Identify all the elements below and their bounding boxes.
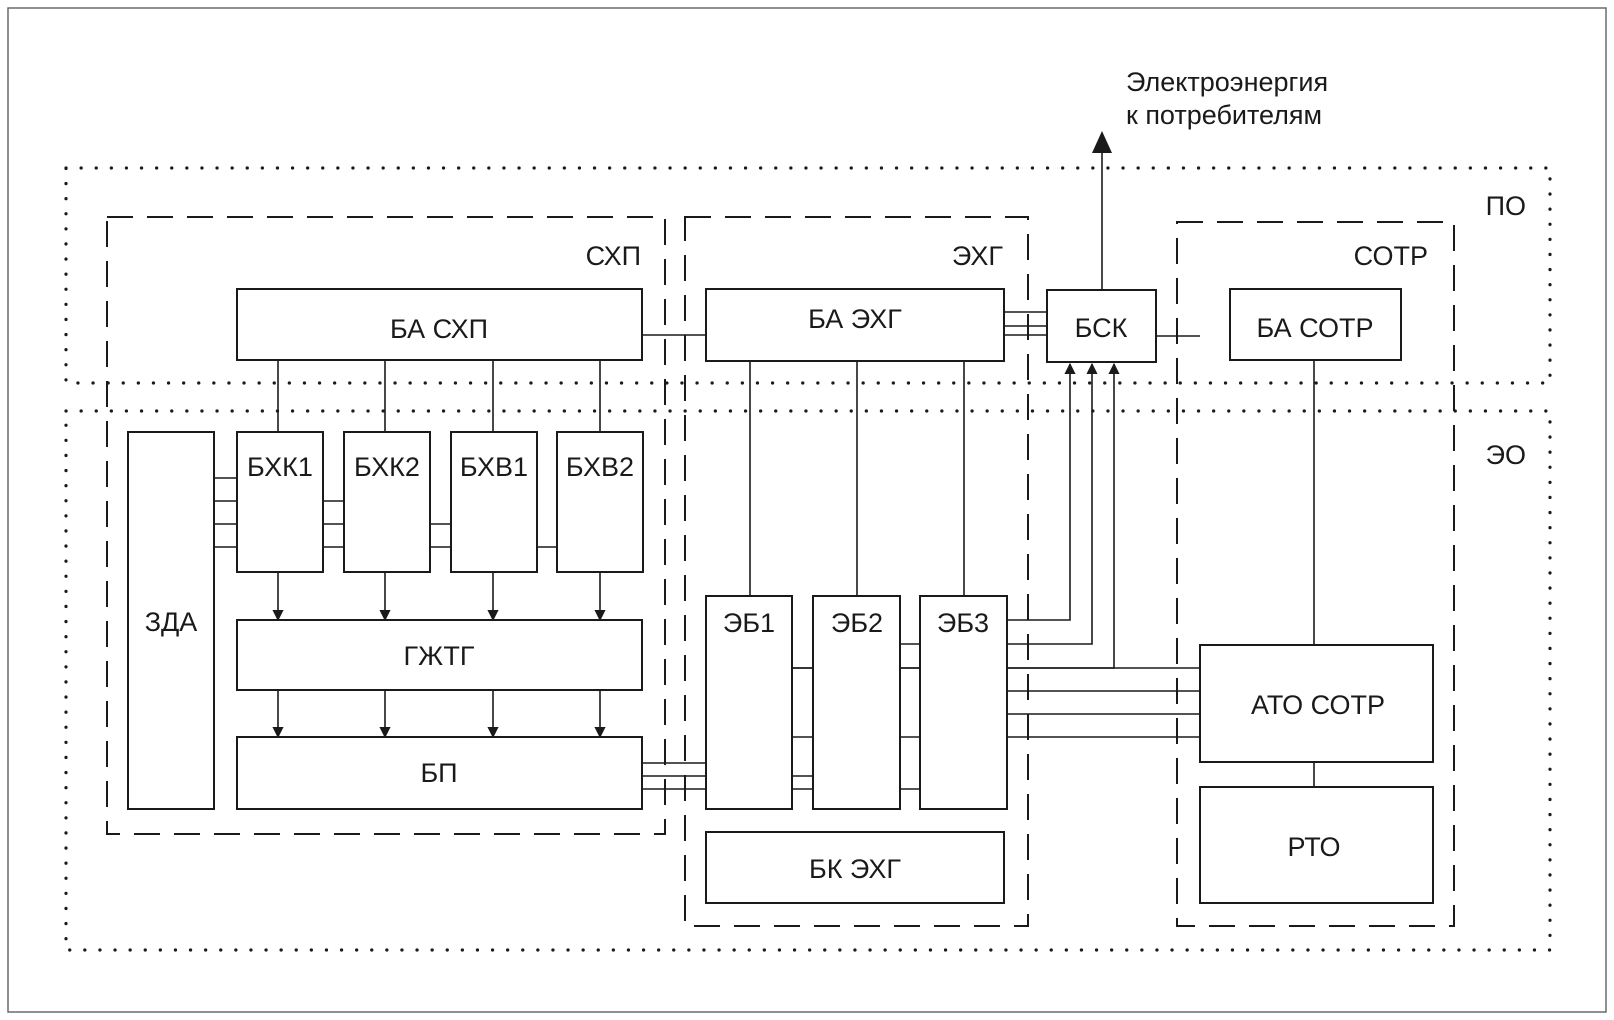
zone-ehg-border [684, 216, 1029, 927]
block-ba-shp-label: БА СХП [390, 314, 488, 344]
block-eb3-label: ЭБ3 [937, 608, 989, 638]
block-zda-label: ЗДА [145, 607, 198, 637]
block-bhk1: БХК1 [236, 431, 324, 573]
power-output-arrow [1092, 131, 1112, 290]
block-bk-ehg-label: БК ЭХГ [809, 854, 901, 884]
block-bhv1: БХВ1 [450, 431, 538, 573]
block-bk-ehg: БК ЭХГ [705, 831, 1005, 904]
zone-shp-border [106, 216, 666, 835]
block-bsk: БСК [1046, 289, 1157, 363]
block-bhv2: БХВ2 [556, 431, 644, 573]
block-bp-label: БП [420, 758, 457, 788]
block-ba-ehg-label: БА ЭХГ [808, 304, 902, 334]
zone-eo-label: ЭО [1486, 440, 1526, 470]
block-eb2-label: ЭБ2 [831, 608, 883, 638]
block-gzhtg: ГЖТГ [236, 619, 643, 691]
block-ba-sotr: БА СОТР [1229, 288, 1402, 361]
block-eb2: ЭБ2 [812, 595, 901, 810]
block-bhv2-label: БХВ2 [566, 452, 634, 482]
block-bhv1-label: БХВ1 [460, 452, 528, 482]
block-ba-sotr-label: БА СОТР [1256, 313, 1373, 343]
block-eb3: ЭБ3 [919, 595, 1008, 810]
zone-sotr-border [1176, 221, 1455, 927]
block-bhk2-label: БХК2 [354, 452, 420, 482]
block-rto: РТО [1199, 786, 1434, 904]
block-bsk-label: БСК [1075, 313, 1128, 343]
zone-po-border [64, 166, 1552, 385]
power-output-note-line2: к потребителям [1126, 100, 1322, 130]
block-eb1: ЭБ1 [705, 595, 793, 810]
block-rto-label: РТО [1287, 832, 1340, 862]
block-ba-ehg: БА ЭХГ [705, 288, 1005, 362]
power-output-note-line1: Электроэнергия [1126, 67, 1328, 97]
block-ba-shp: БА СХП [236, 288, 643, 361]
block-ato-sotr-label: АТО СОТР [1251, 690, 1385, 720]
zone-shp-label: СХП [586, 241, 641, 271]
outer-frame [7, 7, 1607, 1013]
block-gzhtg-label: ГЖТГ [404, 641, 475, 671]
block-eb1-label: ЭБ1 [723, 608, 775, 638]
zone-sotr-label: СОТР [1354, 241, 1428, 271]
zone-po-label: ПО [1486, 191, 1526, 221]
zone-ehg-label: ЭХГ [952, 241, 1003, 271]
block-bhk2: БХК2 [343, 431, 431, 573]
block-bp: БП [236, 736, 643, 810]
block-bhk1-label: БХК1 [247, 452, 313, 482]
block-ato-sotr: АТО СОТР [1199, 644, 1434, 763]
block-zda: ЗДА [127, 431, 215, 810]
zone-eo-border [64, 409, 1552, 952]
